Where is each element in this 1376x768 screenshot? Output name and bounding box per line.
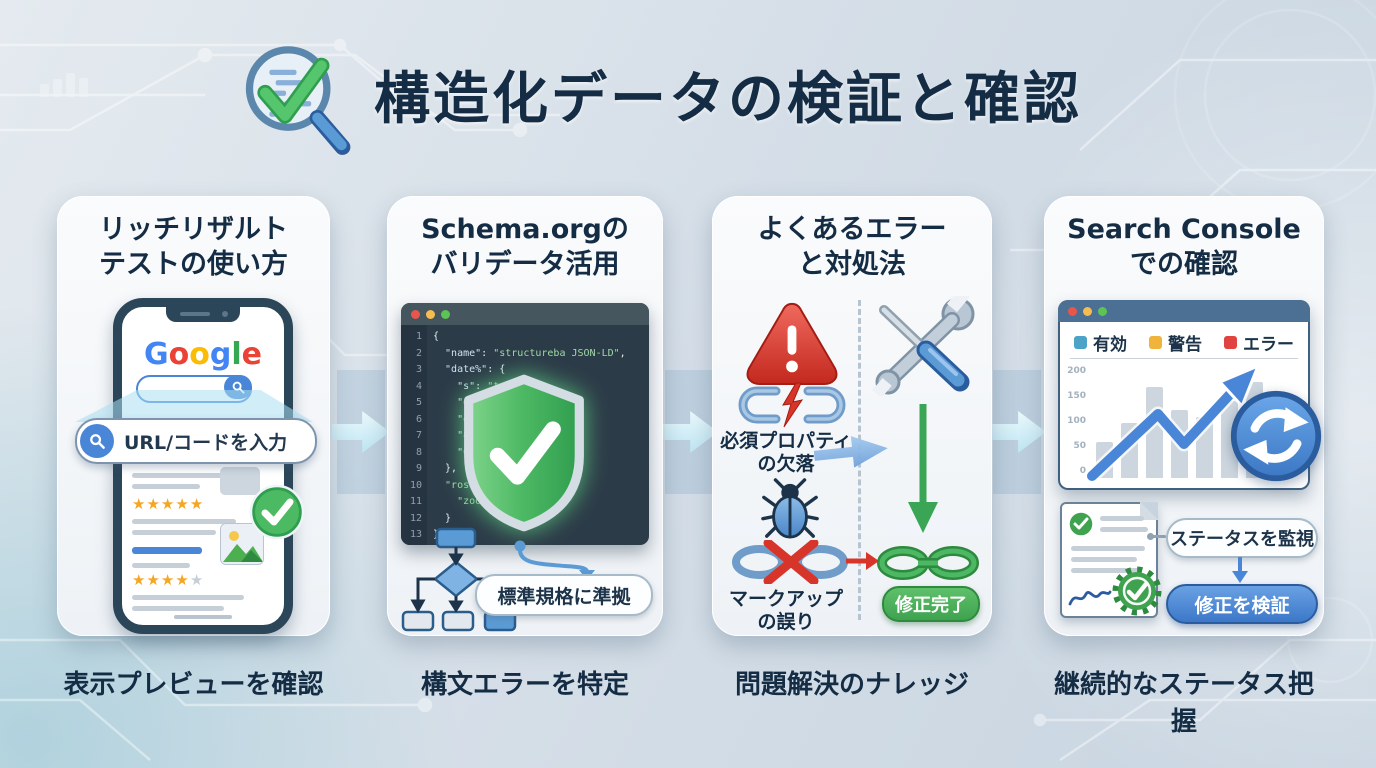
bug-icon xyxy=(761,478,819,539)
panel-common-errors: よくあるエラーと対処法 必須プロパティの欠落 xyxy=(712,196,992,636)
browser-title-bar xyxy=(1058,300,1310,322)
caption-step-3: 問題解決のナレッジ xyxy=(734,670,969,700)
result-thumbnail-placeholder xyxy=(220,467,260,495)
result-link-line[interactable] xyxy=(132,547,202,554)
result-text-line xyxy=(132,473,232,478)
flowchart-icon xyxy=(401,527,517,632)
trend-arrow-icon xyxy=(1084,363,1261,484)
url-input[interactable]: URL/コードを入力 xyxy=(75,418,317,464)
arrow-right-icon xyxy=(846,552,879,570)
star-rating-bottom: ★★★★★ xyxy=(132,573,204,588)
link-error-icon xyxy=(732,540,848,584)
star-icon: ★ xyxy=(160,495,176,513)
maximize-icon[interactable] xyxy=(1098,306,1107,316)
legend-swatch xyxy=(1149,336,1162,349)
star-icon: ★ xyxy=(132,495,147,513)
caption-step-1: 表示プレビューを確認 xyxy=(63,670,324,700)
result-text-line xyxy=(132,563,190,568)
pointer-connector-arrow xyxy=(514,540,595,580)
search-icon xyxy=(80,424,114,458)
broken-link-icon xyxy=(738,382,846,428)
legend-item: 有効 xyxy=(1074,330,1127,355)
green-down-arrow-icon xyxy=(908,404,938,533)
doc-text-line xyxy=(1100,516,1144,521)
doc-text-line xyxy=(1071,568,1141,573)
magnifier-check-icon xyxy=(245,46,351,155)
link-fixed-icon xyxy=(877,546,979,580)
minimize-icon[interactable] xyxy=(1083,306,1092,316)
refresh-icon[interactable] xyxy=(1228,388,1324,484)
star-icon: ★ xyxy=(132,571,147,589)
page-title: 構造化データの検証と確認 xyxy=(374,67,1082,132)
check-circle-icon xyxy=(1068,511,1094,537)
folded-corner xyxy=(1140,502,1158,520)
signature-scribble xyxy=(1068,590,1112,606)
connector-dot xyxy=(1147,533,1154,540)
legend-divider xyxy=(1070,358,1298,359)
check-circle-icon xyxy=(249,484,305,540)
maximize-icon[interactable] xyxy=(441,309,450,319)
report-document xyxy=(1060,502,1158,618)
caption-step-2: 構文エラーを特定 xyxy=(420,670,629,700)
legend-swatch xyxy=(1224,336,1237,349)
result-text-line xyxy=(132,519,236,524)
badge-connector-line xyxy=(1152,535,1166,538)
star-rating-top: ★★★★★ xyxy=(132,497,204,512)
caption-step-4: 継続的なステータス把握 xyxy=(1053,670,1314,737)
star-icon: ★ xyxy=(146,495,161,513)
phone-home-indicator xyxy=(174,615,232,619)
url-input-placeholder: URL/コードを入力 xyxy=(124,431,288,454)
panel-1-heading: リッチリザルトテストの使い方 xyxy=(99,214,288,281)
result-image-thumbnail xyxy=(220,523,264,565)
minimize-icon[interactable] xyxy=(426,309,435,319)
doc-text-line xyxy=(1071,557,1137,562)
phone-mockup: Google ★★★★★ ★★★★★ xyxy=(113,298,293,634)
phone-notch xyxy=(166,307,240,322)
tools-icon xyxy=(872,296,975,396)
error-label-markup: マークアップの誤り xyxy=(728,588,843,633)
close-icon[interactable] xyxy=(1068,306,1077,316)
down-arrow-icon xyxy=(1232,557,1248,583)
warning-icon xyxy=(746,302,838,386)
google-logo: Google xyxy=(143,337,262,372)
panel-rich-results-test: リッチリザルトテストの使い方 Google ★★★★★ ★★★★★ xyxy=(57,196,330,636)
star-icon: ★ xyxy=(160,571,176,589)
standards-badge: 標準規格に準拠 xyxy=(475,574,653,616)
panel-3-heading: よくあるエラーと対処法 xyxy=(757,214,947,281)
legend-item: エラー xyxy=(1224,330,1294,355)
star-icon: ★ xyxy=(175,495,190,513)
result-text-line xyxy=(132,606,224,611)
star-icon: ★ xyxy=(189,495,205,513)
rosette-check-icon xyxy=(1112,566,1162,616)
doc-text-line xyxy=(1100,527,1148,532)
status-legend: 有効警告エラー xyxy=(1058,330,1310,355)
result-text-line xyxy=(132,530,216,535)
error-label-missing-property: 必須プロパティの欠落 xyxy=(720,430,852,475)
star-icon: ★ xyxy=(175,571,190,589)
verify-fix-button[interactable]: 修正を検証 xyxy=(1166,584,1318,624)
close-icon[interactable] xyxy=(411,309,420,319)
panel-2-heading: Schema.orgのバリデータ活用 xyxy=(421,214,629,281)
star-icon: ★ xyxy=(146,571,161,589)
monitor-status-badge: ステータスを監視 xyxy=(1166,518,1318,558)
legend-item: 警告 xyxy=(1149,330,1202,355)
result-text-line xyxy=(132,484,200,489)
fixed-badge: 修正完了 xyxy=(882,586,980,622)
legend-swatch xyxy=(1074,336,1087,349)
doc-text-line xyxy=(1071,546,1145,551)
result-text-line xyxy=(132,595,244,600)
editor-title-bar xyxy=(401,303,649,325)
star-icon: ★ xyxy=(189,571,205,589)
shield-check-icon xyxy=(464,374,584,532)
